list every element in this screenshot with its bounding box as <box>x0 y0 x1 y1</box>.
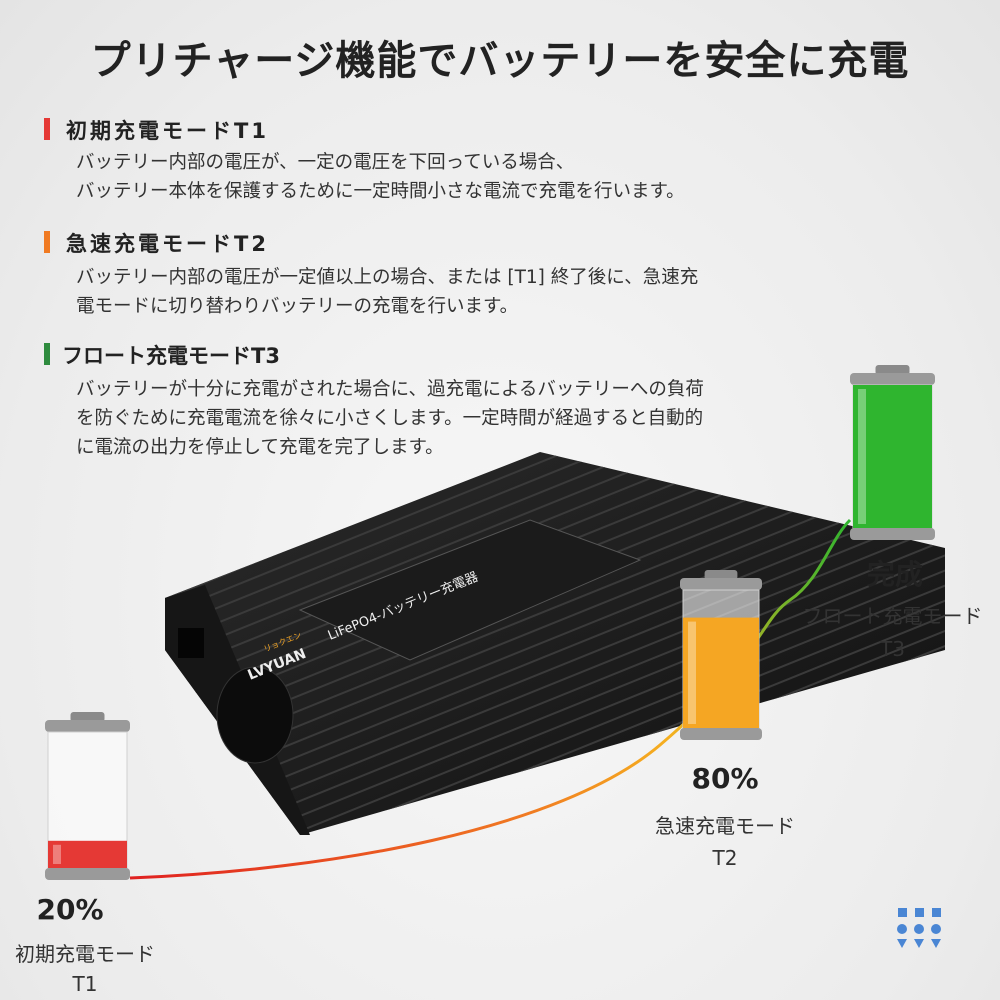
shapes-grid-icon <box>897 908 941 948</box>
section-heading-t1: 初期充電モードT1 <box>66 119 269 143</box>
battery-icon-t3 <box>850 365 935 540</box>
stage-mode-t2: 急速充電モード <box>655 814 795 838</box>
battery-fill <box>853 385 932 528</box>
fan-grille <box>216 666 294 764</box>
page-title: プリチャージ機能でバッテリーを安全に充電 <box>90 38 910 84</box>
section-body-t3: バッテリーが十分に充電がされた場合に、過充電によるバッテリーへの負荷 を防ぐため… <box>76 379 704 458</box>
stage-code-t1: T1 <box>72 972 98 996</box>
stage-level-t1: 20% <box>36 893 104 926</box>
stage-code-t2: T2 <box>712 846 738 870</box>
section-heading-t2: 急速充電モードT2 <box>66 232 269 256</box>
charge-curve <box>129 518 852 880</box>
battery-icon-t2 <box>680 570 762 740</box>
section-marker-t1 <box>44 118 50 140</box>
power-socket <box>178 628 204 658</box>
section-marker-t3 <box>44 343 50 365</box>
battery-fill <box>48 840 127 868</box>
section-body-t1: バッテリー内部の電圧が、一定の電圧を下回っている場合、 バッテリー本体を保護する… <box>76 152 685 202</box>
section-body-t2: バッテリー内部の電圧が一定値以上の場合、または [T1] 終了後に、急速充 電モ… <box>76 267 699 317</box>
label-panel <box>298 519 642 661</box>
battery-icon-t1 <box>45 712 130 880</box>
stage-level-t2: 80% <box>691 762 759 795</box>
stage-mode-t3: フロート充電モード <box>802 604 983 628</box>
stage-level-t3: 完成 <box>866 558 923 591</box>
charger: LiFePO4-バッテリー充電器 LVYUAN リョクエン <box>165 452 945 835</box>
section-marker-t2 <box>44 231 50 253</box>
section-heading-t3: フロート充電モードT3 <box>62 344 280 368</box>
stage-mode-t1: 初期充電モード <box>15 942 155 966</box>
battery-fill <box>683 617 759 728</box>
stage-code-t3: T3 <box>880 637 905 661</box>
